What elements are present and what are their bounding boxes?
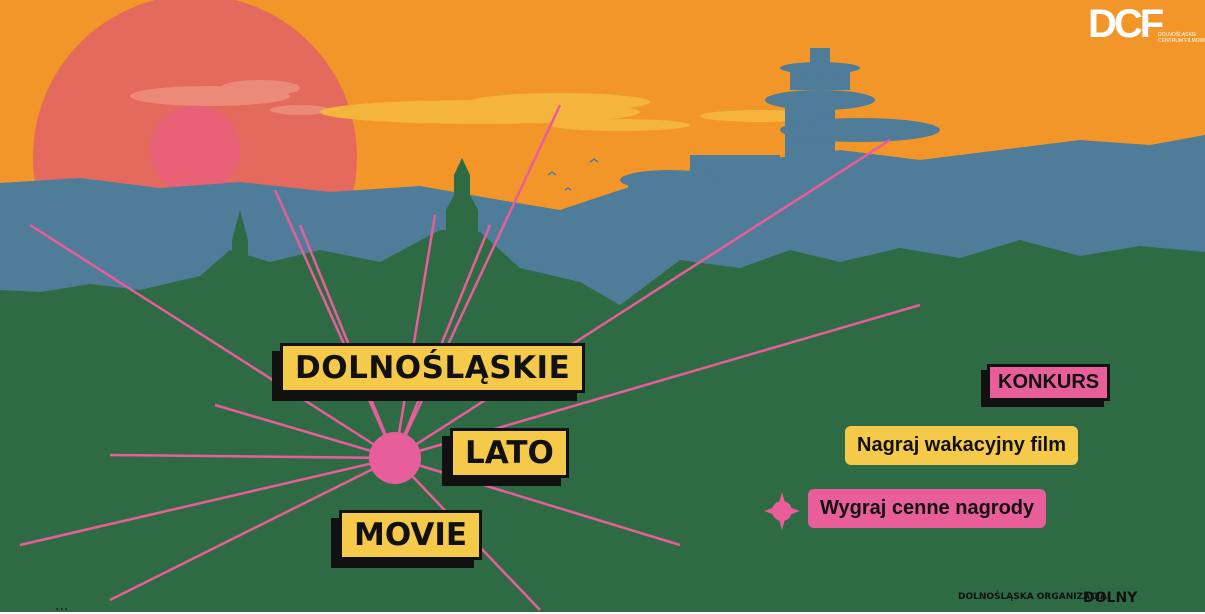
small-star <box>764 492 800 530</box>
wygraj-tag: Wygraj cenne nagrody <box>808 489 1047 528</box>
logo-mark: DCF <box>1088 2 1164 46</box>
footer-left-text: ... <box>55 598 69 614</box>
title-line-1: DOLNOŚLĄSKIE <box>280 343 586 393</box>
sun-glow <box>150 105 240 195</box>
title-line-3: MOVIE <box>339 510 483 560</box>
nagraj-tag: Nagraj wakacyjny film <box>845 426 1078 465</box>
clouds <box>130 80 330 115</box>
title-line-2: LATO <box>450 428 569 478</box>
building-silhouette <box>620 48 940 218</box>
logo-subtitle: DOLNOŚLĄSKIE CENTRUM FILMOWE <box>1158 32 1205 44</box>
konkurs-tag: KONKURS <box>987 364 1111 401</box>
organizacja-logo: DOLNOŚLĄSKA ORGANIZACJA <box>958 592 1108 602</box>
dolny-logo: DOLNY <box>1083 590 1138 606</box>
birds <box>547 158 599 191</box>
starburst-center <box>369 432 421 484</box>
dcf-logo: DCF DOLNOŚLĄSKIE CENTRUM FILMOWE <box>1088 2 1205 46</box>
